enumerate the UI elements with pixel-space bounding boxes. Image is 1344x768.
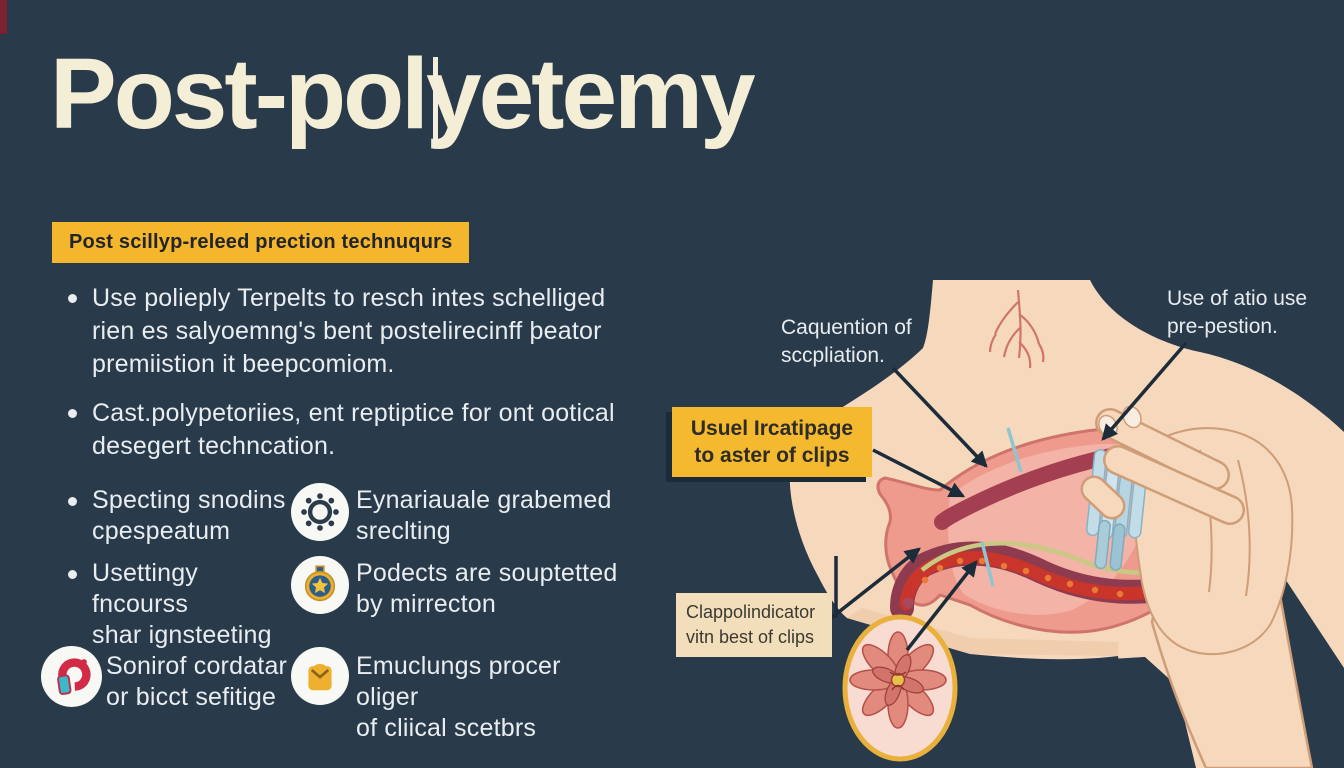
bullet-dot: [68, 294, 77, 303]
bullet-text-line: Cast.polypetoriies, ent reptiptice for o…: [92, 399, 615, 427]
colon-tip: [902, 597, 914, 609]
annotation-arrows: [810, 341, 1188, 652]
feature-text: Podects are souptetted by mirrecton: [356, 558, 626, 620]
corner-decoration: [0, 0, 7, 34]
callout-text-line: Clappolindicator: [686, 602, 816, 622]
callout-top-right-label: Use of atio use pre-pestion.: [1167, 285, 1307, 341]
bullet-dot: [68, 497, 77, 506]
bullet-item: Specting snodins cpespeatum: [92, 485, 292, 547]
bullet-text-line: cpespeatum: [92, 517, 231, 545]
polyp-flower: [849, 631, 947, 729]
neck-vessels: [988, 289, 1045, 369]
bullet-dot: [68, 570, 77, 579]
bullet-item: Use polieply Terpelts to resch intes sch…: [92, 282, 632, 381]
callout-text-line: pre-pestion.: [1167, 315, 1278, 338]
bullet-dot: [68, 409, 77, 418]
feature-text-line: Eynariauale grabemed: [356, 486, 612, 514]
polyp-inset-circle: [842, 614, 958, 762]
feature-text: Sonirof cordatar or bicct sefitige: [106, 651, 336, 713]
callout-text-line: Caquention of: [781, 316, 912, 339]
feature-text: Emuclungs procer oliger of cliical scetb…: [356, 651, 626, 744]
callout-yellow-box: Usuel Ircatipage to aster of clips: [672, 407, 872, 477]
feature-text: Eynariauale grabemed sreclting: [356, 485, 626, 547]
feature-text-line: Sonirof cordatar: [106, 652, 288, 680]
feature-text-line: sreclting: [356, 517, 451, 545]
measurement-ticks: [980, 427, 1023, 587]
callout-text-line: Usuel Ircatipage: [690, 417, 854, 440]
section-badge: Post scillyp-releed prection technuqurs: [52, 222, 470, 263]
bullet-text-line: desegert techncation.: [92, 432, 336, 460]
feature-text-line: or bicct sefitige: [106, 683, 277, 711]
callout-text-line: Use of atio use: [1167, 287, 1308, 310]
title-cursor-artifact: [433, 57, 438, 148]
callout-text-line: to aster of clips: [694, 444, 850, 467]
callout-capture-label: Caquention of sccpliation.: [781, 314, 912, 370]
callout-beige-box: Clappolindicator vitn best of clips: [676, 593, 832, 657]
bullet-item: Cast.polypetoriies, ent reptiptice for o…: [92, 397, 632, 463]
bullet-item: Usettingy fncourss shar ignsteeting: [92, 558, 292, 651]
bullet-text-line: premiistion it beepcomiom.: [92, 350, 395, 378]
bullet-text-line: Specting snodins: [92, 486, 286, 514]
feature-text-line: Podects are souptetted: [356, 559, 618, 587]
bullet-text-line: Usettingy fncourss: [92, 559, 199, 618]
feature-text-line: by mirrecton: [356, 590, 496, 618]
snare-icon: [41, 646, 102, 707]
page-title: Post-polyetemy: [50, 38, 756, 150]
bullet-text-line: Use polieply Terpelts to resch intes sch…: [92, 284, 606, 312]
package-icon: [291, 647, 349, 705]
anatomy-illustration: [789, 280, 1344, 768]
medal-icon: [291, 556, 349, 614]
feature-text-line: of cliical scetbrs: [356, 714, 537, 742]
bullet-text-line: shar ignsteeting: [92, 621, 272, 649]
thumb: [1083, 478, 1123, 517]
gear-icon: [291, 483, 349, 541]
bullet-text-line: rien es salyoemng's bent postelirecinff …: [92, 317, 602, 345]
callout-text-line: vitn best of clips: [686, 627, 815, 647]
callout-text-line: sccpliation.: [781, 344, 885, 367]
feature-text-line: Emuclungs procer oliger: [356, 652, 561, 711]
